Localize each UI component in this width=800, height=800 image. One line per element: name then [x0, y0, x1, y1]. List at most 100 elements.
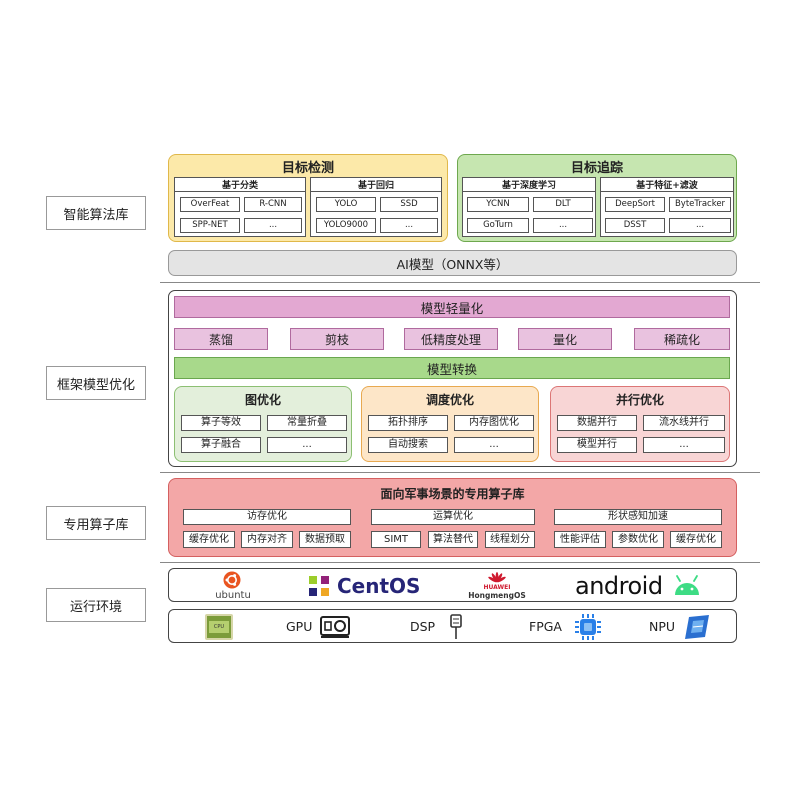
fpga-label: FPGA	[529, 619, 562, 634]
opt-cell: 算子融合	[181, 437, 261, 453]
algo-cell: ...	[244, 218, 302, 233]
layer-label-runtime: 运行环境	[46, 588, 146, 622]
opt-cell: ...	[454, 437, 534, 453]
opt-cell: ...	[643, 437, 725, 453]
group-title: 基于回归	[311, 178, 441, 192]
op-cell: 缓存优化	[183, 531, 235, 548]
algo-cell: ...	[533, 218, 593, 233]
dsp-label: DSP	[410, 619, 436, 634]
algo-cell: SSD	[380, 197, 438, 212]
group-title: 基于深度学习	[463, 178, 595, 192]
layer-label-algo: 智能算法库	[46, 196, 146, 230]
algo-cell: DeepSort	[605, 197, 665, 212]
opt-cell: 自动搜索	[368, 437, 448, 453]
android-label: android	[575, 572, 663, 600]
opt-cell: 模型并行	[557, 437, 637, 453]
parallel-opt-title: 并行优化	[615, 392, 664, 407]
opt-cell: 拓扑排序	[368, 415, 448, 431]
lightweight-title: 模型轻量化	[174, 296, 730, 318]
android-robot-icon	[675, 575, 699, 595]
centos-icon	[307, 574, 331, 598]
detection-group-classification: 基于分类 OverFeat R-CNN SPP-NET ...	[174, 177, 306, 237]
cpu-label: CPU	[209, 621, 229, 633]
op-column-header: 运算优化	[371, 509, 535, 525]
divider	[160, 562, 760, 563]
centos-label: CentOS	[337, 574, 421, 598]
algo-cell: ...	[669, 218, 731, 233]
gpu-card-icon	[320, 616, 350, 638]
algo-cell: YOLO	[316, 197, 376, 212]
tracking-panel: 目标追踪 基于深度学习 YCNN DLT GoTurn ... 基于特征+滤波 …	[457, 154, 737, 242]
lightweight-item: 剪枝	[290, 328, 384, 350]
os-panel: ubuntu CentOS HUAWEI HongmengOS a	[168, 568, 737, 602]
op-lib-panel: 面向军事场景的专用算子库 访存优化 缓存优化 内存对齐 数据预取 运算优化 SI…	[168, 478, 737, 557]
huawei-label: HUAWEI	[483, 583, 511, 591]
model-conversion-bar: 模型转换	[174, 357, 730, 379]
parallel-opt-panel: 并行优化 数据并行 流水线并行 模型并行 ...	[550, 386, 730, 462]
npu-chip-icon	[685, 615, 709, 639]
lightweight-item: 量化	[518, 328, 612, 350]
detection-group-regression: 基于回归 YOLO SSD YOLO9000 ...	[310, 177, 442, 237]
divider	[160, 472, 760, 473]
op-cell: 算法替代	[428, 531, 478, 548]
lightweight-item: 蒸馏	[174, 328, 268, 350]
ubuntu-label: ubuntu	[215, 589, 251, 601]
op-cell: 内存对齐	[241, 531, 293, 548]
gpu-label: GPU	[286, 619, 313, 634]
sched-opt-title: 调度优化	[425, 392, 474, 407]
algo-cell: ...	[380, 218, 438, 233]
opt-cell: 常量折叠	[267, 415, 347, 431]
harmony-logo: HUAWEI HongmengOS	[465, 571, 529, 601]
ubuntu-icon	[223, 571, 241, 589]
layer-label-operators: 专用算子库	[46, 506, 146, 540]
op-cell: SIMT	[371, 531, 421, 548]
tracking-group-deep-learning: 基于深度学习 YCNN DLT GoTurn ...	[462, 177, 596, 237]
op-column-header: 访存优化	[183, 509, 351, 525]
opt-cell: 算子等效	[181, 415, 261, 431]
ai-model-bar: AI模型（ONNX等）	[168, 250, 737, 276]
op-cell: 参数优化	[612, 531, 664, 548]
tracking-group-feature-filter: 基于特征+滤波 DeepSort ByteTracker DSST ...	[600, 177, 734, 237]
lightweight-item: 稀疏化	[634, 328, 730, 350]
graph-opt-panel: 图优化 算子等效 常量折叠 算子融合 ...	[174, 386, 352, 462]
sched-opt-panel: 调度优化 拓扑排序 内存图优化 自动搜索 ...	[361, 386, 539, 462]
android-logo: android	[575, 571, 705, 601]
opt-cell: 流水线并行	[643, 415, 725, 431]
layer-label-framework: 框架模型优化	[46, 366, 146, 400]
ubuntu-logo: ubuntu	[203, 571, 263, 601]
cpu-chip-icon: CPU	[205, 614, 233, 640]
detection-title: 目标检测	[281, 160, 334, 176]
group-title: 基于分类	[175, 178, 305, 192]
huawei-flower-icon	[488, 572, 506, 583]
op-cell: 线程划分	[485, 531, 535, 548]
algo-cell: SPP-NET	[180, 218, 240, 233]
algo-cell: DSST	[605, 218, 665, 233]
harmony-label: HongmengOS	[468, 591, 526, 600]
fpga-chip-icon	[575, 614, 601, 640]
graph-opt-title: 图优化	[244, 392, 281, 407]
algo-cell: GoTurn	[467, 218, 529, 233]
algo-cell: ByteTracker	[669, 197, 731, 212]
tracking-title: 目标追踪	[570, 160, 623, 176]
op-lib-title: 面向军事场景的专用算子库	[380, 486, 525, 501]
detection-panel: 目标检测 基于分类 OverFeat R-CNN SPP-NET ... 基于回…	[168, 154, 448, 242]
lightweight-item: 低精度处理	[404, 328, 498, 350]
centos-logo: CentOS	[307, 572, 425, 600]
algo-cell: OverFeat	[180, 197, 240, 212]
algo-cell: YCNN	[467, 197, 529, 212]
algo-cell: R-CNN	[244, 197, 302, 212]
op-cell: 数据预取	[299, 531, 351, 548]
dsp-chip-icon	[450, 614, 462, 639]
op-column-header: 形状感知加速	[554, 509, 722, 525]
hardware-panel: CPU GPU DSP FPGA NPU	[168, 609, 737, 643]
op-cell: 性能评估	[554, 531, 606, 548]
opt-cell: 数据并行	[557, 415, 637, 431]
opt-cell: ...	[267, 437, 347, 453]
group-title: 基于特征+滤波	[601, 178, 733, 192]
opt-cell: 内存图优化	[454, 415, 534, 431]
algo-cell: YOLO9000	[316, 218, 376, 233]
op-cell: 缓存优化	[670, 531, 722, 548]
npu-label: NPU	[649, 619, 676, 634]
algo-cell: DLT	[533, 197, 593, 212]
divider	[160, 282, 760, 283]
